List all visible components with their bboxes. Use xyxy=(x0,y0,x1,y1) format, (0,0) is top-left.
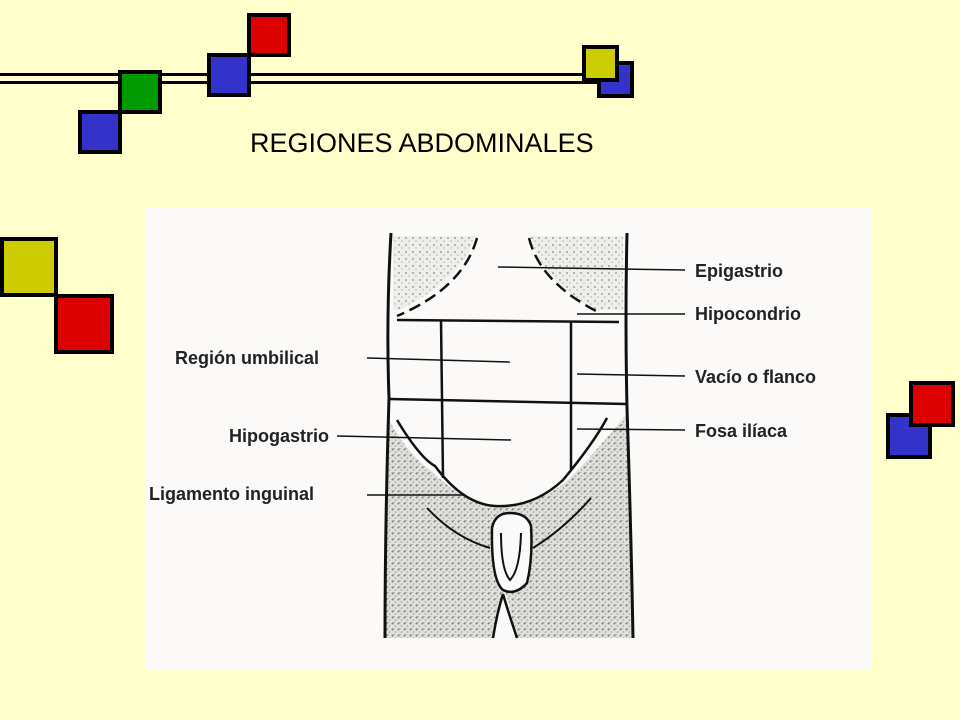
genital-outline xyxy=(490,511,533,594)
leg-gap-left xyxy=(491,593,505,639)
label-hipogastrio: Hipogastrio xyxy=(229,426,329,446)
deco-square-red xyxy=(909,381,955,427)
label-ligamento-inguinal: Ligamento inguinal xyxy=(149,484,314,504)
inner-thigh-right xyxy=(532,497,592,549)
rib-margin-right xyxy=(527,237,601,315)
inguinal-ligament xyxy=(395,417,609,508)
leader-hipogastrio xyxy=(336,435,512,441)
body-outline-left xyxy=(383,232,393,639)
body-outline-right xyxy=(624,232,635,639)
deco-square-green xyxy=(118,70,162,114)
genital-inner xyxy=(500,532,522,582)
deco-square-yellow xyxy=(0,237,58,297)
label-fosa-iliaca: Fosa ilíaca xyxy=(695,421,788,441)
deco-square-blue xyxy=(78,110,122,154)
deco-square-red xyxy=(247,13,291,57)
label-vacio-flanco: Vacío o flanco xyxy=(695,367,816,387)
top-rule-lower xyxy=(0,81,630,84)
leader-vacio-flanco xyxy=(576,373,686,377)
rib-margin-left xyxy=(396,237,479,318)
deco-square-yellow xyxy=(582,45,619,82)
chest-shading-left xyxy=(393,236,475,310)
inner-thigh-left xyxy=(426,507,491,549)
label-hipocondrio: Hipocondrio xyxy=(695,304,801,324)
chest-shading-right xyxy=(530,236,623,310)
slide-title: REGIONES ABDOMINALES xyxy=(250,128,594,158)
abdomen-diagram: Región umbilical Hipogastrio Ligamento i… xyxy=(149,232,816,639)
label-region-umbilical: Región umbilical xyxy=(175,348,319,368)
top-rule-upper xyxy=(0,73,630,76)
leg-gap xyxy=(501,593,519,639)
leader-fosa-iliaca xyxy=(576,428,686,431)
abdominal-regions-figure: Región umbilical Hipogastrio Ligamento i… xyxy=(145,208,872,670)
deco-square-red xyxy=(54,294,114,354)
midclavicular-line-left xyxy=(439,319,445,479)
subcostal-line xyxy=(396,318,620,324)
leader-region-umbilical xyxy=(366,357,511,363)
leader-epigastrio xyxy=(497,266,686,271)
label-epigastrio: Epigastrio xyxy=(695,261,783,281)
deco-square-blue xyxy=(207,53,251,97)
intertubercular-line xyxy=(388,397,628,406)
